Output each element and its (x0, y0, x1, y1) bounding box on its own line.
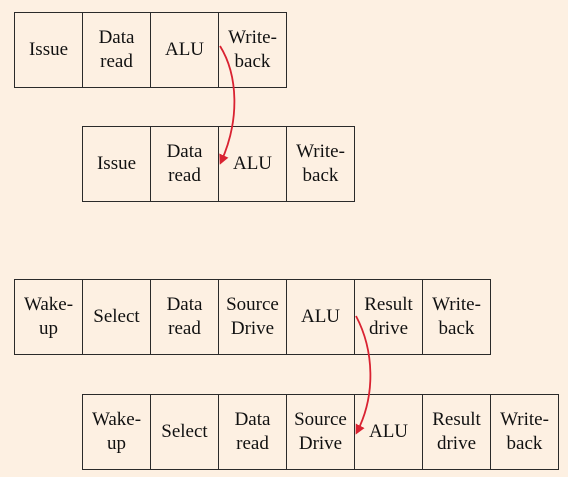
stage-alu: ALU (354, 394, 423, 470)
stage-alu: ALU (218, 126, 287, 202)
stage-issue: Issue (14, 12, 83, 88)
stage-source-drive: Source Drive (286, 394, 355, 470)
stage-result-drive: Result drive (422, 394, 491, 470)
stage-write-back: Write- back (422, 279, 491, 355)
stage-data-read: Data read (150, 279, 219, 355)
stage-select: Select (150, 394, 219, 470)
stage-alu: ALU (150, 12, 219, 88)
stage-data-read: Data read (82, 12, 151, 88)
stage-write-back: Write- back (218, 12, 287, 88)
stage-source-drive: Source Drive (218, 279, 287, 355)
stage-write-back: Write- back (490, 394, 559, 470)
stage-result-drive: Result drive (354, 279, 423, 355)
stage-wake-up: Wake- up (82, 394, 151, 470)
stage-alu: ALU (286, 279, 355, 355)
stage-wake-up: Wake- up (14, 279, 83, 355)
stage-select: Select (82, 279, 151, 355)
stage-data-read: Data read (218, 394, 287, 470)
stage-issue: Issue (82, 126, 151, 202)
stage-write-back: Write- back (286, 126, 355, 202)
stage-data-read: Data read (150, 126, 219, 202)
